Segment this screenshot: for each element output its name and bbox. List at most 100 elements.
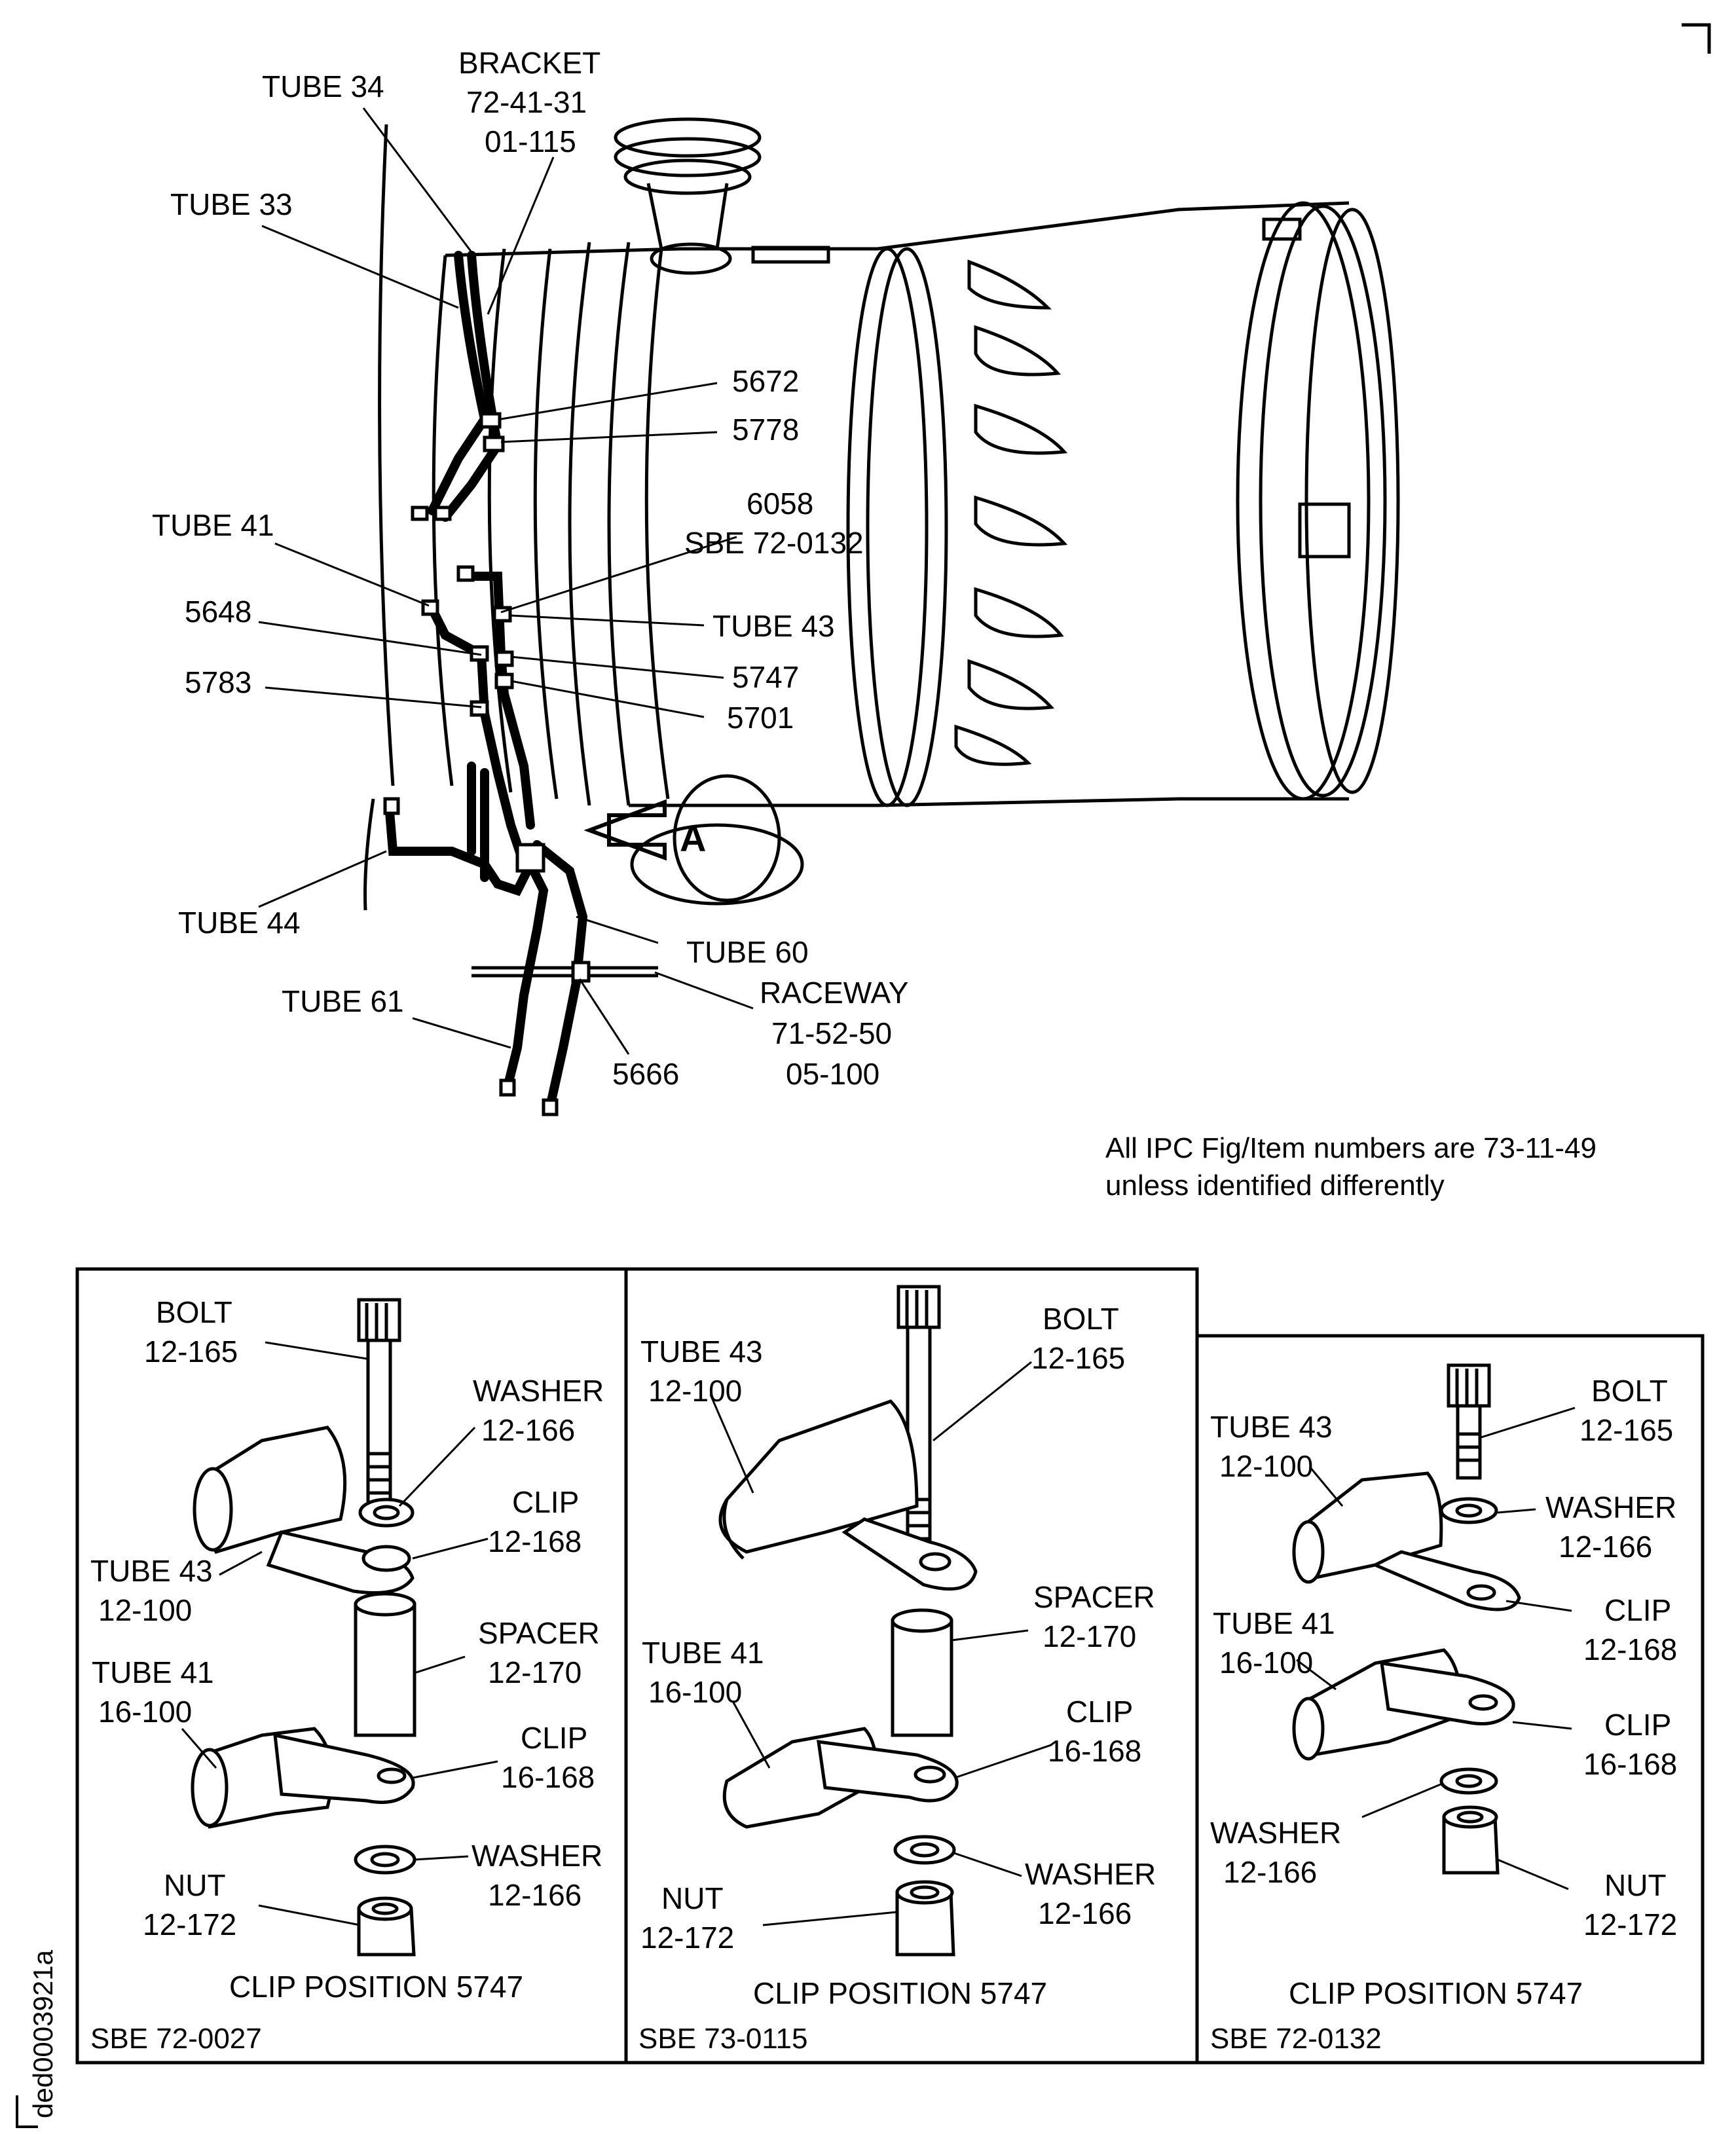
p3-caption: CLIP POSITION 5747 [1289,1976,1583,2010]
panel-1-labels: BOLT 12-165 WASHER 12-166 CLIP 12-168 TU… [90,1295,604,2055]
note-line-1: All IPC Fig/Item numbers are 73-11-49 [1105,1132,1597,1164]
label-tube-34: TUBE 34 [262,69,384,103]
p1-spacer-ipc: 12-170 [488,1655,582,1689]
p3-washer-bottom-ipc: 12-166 [1223,1855,1317,1889]
label-bracket-item: 01-115 [485,124,576,158]
main-callouts: TUBE 34 BRACKET 72-41-31 01-115 TUBE 33 … [152,46,908,1091]
label-raceway-ipc: 71-52-50 [771,1016,892,1050]
raceway-bar [471,966,658,978]
label-5701: 5701 [727,701,794,735]
p2-bolt-ipc: 12-165 [1031,1341,1125,1375]
p1-sbe: SBE 72-0027 [90,2023,262,2055]
p3-washer-top-ipc: 12-166 [1559,1530,1652,1564]
p3-clip-bottom: CLIP [1604,1708,1671,1742]
label-raceway-item: 05-100 [786,1057,879,1091]
p1-tube-43: TUBE 43 [90,1554,213,1588]
p2-spacer: SPACER [1033,1580,1155,1614]
p3-tube-43-ipc: 12-100 [1219,1449,1313,1483]
p3-bolt: BOLT [1591,1374,1668,1408]
p1-tube-43-ipc: 12-100 [98,1593,192,1627]
label-tube-33: TUBE 33 [170,187,293,221]
p3-clip-top-ipc: 12-168 [1583,1632,1677,1666]
panel-frames [75,1267,1705,2065]
p3-washer-top: WASHER [1545,1490,1676,1524]
label-5648: 5648 [185,595,251,629]
p3-washer-bottom: WASHER [1210,1816,1341,1850]
p1-washer-bottom-ipc: 12-166 [488,1878,582,1912]
label-tube-41: TUBE 41 [152,508,274,542]
label-raceway: RACEWAY [760,976,908,1010]
p1-bolt: BOLT [156,1295,232,1329]
label-tube-61: TUBE 61 [282,984,404,1018]
p2-clip-bottom: CLIP [1066,1695,1133,1729]
p2-tube-43: TUBE 43 [640,1334,763,1369]
panel-2-labels: TUBE 43 12-100 BOLT 12-165 SPACER 12-170… [638,1302,1156,2055]
p1-caption: CLIP POSITION 5747 [229,1970,523,2004]
panel-2-hardware [718,1285,978,1957]
p3-tube-43: TUBE 43 [1210,1410,1333,1444]
panel-1-hardware [191,1298,416,1957]
tube-60 [532,840,588,1111]
panel-3-hardware [1292,1363,1521,1875]
label-bracket: BRACKET [458,46,600,80]
p2-washer-bottom: WASHER [1025,1857,1156,1891]
p3-nut: NUT [1604,1868,1667,1902]
leader-lines [258,107,754,1055]
p1-tube-41-ipc: 16-100 [98,1695,192,1729]
p3-bolt-ipc: 12-165 [1579,1413,1673,1447]
label-6058: 6058 [747,487,813,521]
label-6058-sbe: SBE 72-0132 [684,526,864,560]
label-5783: 5783 [185,665,251,699]
p1-washer-bottom: WASHER [471,1839,602,1873]
p2-sbe: SBE 73-0115 [638,2023,807,2055]
engine-illustration [363,117,1400,911]
p1-bolt-ipc: 12-165 [144,1334,238,1369]
p2-tube-41: TUBE 41 [642,1636,764,1670]
label-tube-60: TUBE 60 [686,935,809,969]
p2-washer-bottom-ipc: 12-166 [1038,1896,1132,1930]
p2-clip-bottom-ipc: 16-168 [1048,1734,1141,1768]
label-5747: 5747 [732,660,799,694]
p1-washer-top: WASHER [473,1374,604,1408]
p1-clip-top: CLIP [512,1485,579,1519]
corner-mark [1682,23,1711,54]
panel-3-leaders [1296,1407,1576,1890]
p2-tube-41-ipc: 16-100 [648,1675,742,1709]
note-line-2: unless identified differently [1105,1169,1445,1202]
label-5778: 5778 [732,413,799,447]
p1-nut: NUT [164,1868,226,1902]
p3-nut-ipc: 12-172 [1583,1907,1677,1941]
panel-3-labels: BOLT 12-165 TUBE 43 12-100 WASHER 12-166… [1210,1374,1677,2055]
p3-tube-41: TUBE 41 [1213,1606,1335,1640]
panel-1-leaders [181,1341,498,1926]
p3-tube-41-ipc: 16-100 [1219,1646,1313,1680]
p1-clip-top-ipc: 12-168 [488,1524,582,1558]
label-5666: 5666 [612,1057,679,1091]
p1-spacer: SPACER [478,1616,600,1650]
p1-clip-bottom-ipc: 16-168 [501,1760,595,1794]
clamps [383,412,591,1116]
p1-tube-41: TUBE 41 [92,1655,214,1689]
drawing-id: ded0003921a [28,1949,58,2118]
label-tube-44: TUBE 44 [178,906,301,940]
view-arrow [583,799,667,861]
p2-nut: NUT [661,1881,724,1915]
view-label-a: A [680,818,706,859]
panel-2-leaders [709,1361,1052,1926]
p3-sbe: SBE 72-0132 [1210,2023,1382,2055]
p1-washer-top-ipc: 12-166 [481,1413,575,1447]
ipc-note: All IPC Fig/Item numbers are 73-11-49 un… [1105,1132,1597,1202]
p2-caption: CLIP POSITION 5747 [753,1976,1047,2010]
p2-bolt: BOLT [1043,1302,1119,1336]
label-tube-43: TUBE 43 [712,609,835,643]
p2-nut-ipc: 12-172 [640,1921,734,1955]
p3-clip-top: CLIP [1604,1593,1671,1627]
p2-spacer-ipc: 12-170 [1043,1619,1136,1653]
p1-clip-bottom: CLIP [521,1721,587,1755]
p1-nut-ipc: 12-172 [143,1907,236,1941]
label-bracket-ipc: 72-41-31 [466,85,587,119]
drawing-id-block: ded0003921a [16,1949,58,2128]
p3-clip-bottom-ipc: 16-168 [1583,1747,1677,1781]
tube-routing [385,251,588,1111]
